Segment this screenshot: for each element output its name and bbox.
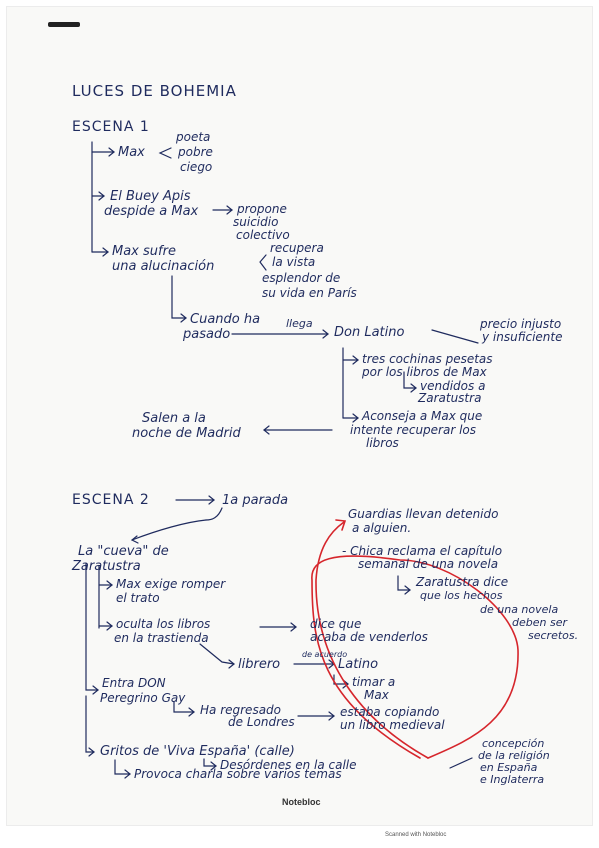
concepcion-4: e Inglaterra xyxy=(480,773,545,786)
recupera-1: recupera xyxy=(270,241,324,255)
regresado-1: Ha regresado xyxy=(200,703,282,717)
salen-1: Salen a la xyxy=(142,411,206,426)
romper-1: Max exige romper xyxy=(116,577,226,591)
propone-1: propone xyxy=(237,202,287,216)
scanned-with-label: Scanned with Notebloc xyxy=(385,832,447,838)
romper-2: el trato xyxy=(116,591,160,605)
notebook-brand: Notebloc xyxy=(282,797,321,807)
cuando-1: Cuando ha xyxy=(190,312,261,327)
recupera-4: su vida en París xyxy=(262,286,357,300)
buey-line-1: El Buey Apis xyxy=(110,189,191,204)
don-latino: Don Latino xyxy=(334,325,405,340)
buey-line-2: despide a Max xyxy=(104,204,199,219)
concepcion-3: en España xyxy=(480,761,538,774)
max-label: Max xyxy=(118,145,145,160)
aconseja-3: libros xyxy=(366,436,399,450)
regresado-2: de Londres xyxy=(228,715,295,729)
precio-1: precio injusto xyxy=(480,317,562,331)
de-acuerdo-label: de acuerdo xyxy=(302,650,348,659)
zara-4: deben ser xyxy=(512,616,567,629)
chica-1: - Chica reclama el capítulo xyxy=(342,544,503,558)
cueva-1: La "cueva" de xyxy=(78,544,169,559)
aconseja-1: Aconseja a Max que xyxy=(362,409,483,423)
alucina-1: Max sufre xyxy=(112,244,176,259)
dice-1: dice que xyxy=(310,617,362,631)
paper-clip-mark xyxy=(48,22,80,27)
guardias-1: Guardias llevan detenido xyxy=(348,507,499,521)
page-title: LUCES DE BOHEMIA xyxy=(72,82,237,100)
entra-1: Entra DON xyxy=(102,676,166,690)
timar-1: timar a xyxy=(352,675,396,689)
zara-5: secretos. xyxy=(528,629,579,642)
cochinas-1: tres cochinas pesetas xyxy=(362,352,493,366)
guardias-2: a alguien. xyxy=(352,521,412,535)
salen-2: noche de Madrid xyxy=(132,426,241,441)
zara-3: de una novela xyxy=(480,603,559,616)
provoca-label: Provoca charla sobre varios temas xyxy=(134,767,342,781)
vendidos-2: Zaratustra xyxy=(418,391,482,405)
desordenes-label: Desórdenes en la calle xyxy=(220,758,357,772)
escena2-heading: ESCENA 2 xyxy=(72,492,150,508)
copiando-1: estaba copiando xyxy=(340,705,440,719)
recupera-3: esplendor de xyxy=(262,271,341,285)
gritos-label: Gritos de 'Viva España' (calle) xyxy=(100,744,295,759)
alucina-2: una alucinación xyxy=(112,259,215,274)
parada-label: 1a parada xyxy=(222,493,289,508)
cueva-2: Zaratustra xyxy=(72,559,141,574)
propone-2: suicidio xyxy=(233,215,279,229)
librero-label: librero xyxy=(238,657,281,672)
notebook-paper xyxy=(6,6,593,826)
cuando-2: pasado xyxy=(183,327,231,342)
precio-2: y insuficiente xyxy=(482,330,563,344)
zara-1: Zaratustra dice xyxy=(416,575,509,589)
entra-2: Peregrino Gay xyxy=(100,691,186,705)
oculta-2: en la trastienda xyxy=(114,631,209,645)
llega-label: llega xyxy=(286,317,313,330)
timar-2: Max xyxy=(364,688,389,702)
copiando-2: un libro medieval xyxy=(340,718,445,732)
dice-2: acaba de venderlos xyxy=(310,630,428,644)
escena1-heading: ESCENA 1 xyxy=(72,119,150,135)
zara-2: que los hechos xyxy=(420,589,503,602)
chica-2: semanal de una novela xyxy=(358,557,499,571)
max-trait-ciego: ciego xyxy=(180,160,213,174)
recupera-2: la vista xyxy=(272,255,316,269)
max-trait-poeta: poeta xyxy=(176,130,211,144)
latino-label: Latino xyxy=(338,657,379,672)
max-trait-pobre: pobre xyxy=(178,145,213,159)
concepcion-2: de la religión xyxy=(478,749,550,762)
propone-3: colectivo xyxy=(236,228,290,242)
aconseja-2: intente recuperar los xyxy=(350,423,477,437)
vendidos-1: vendidos a xyxy=(420,379,486,393)
cochinas-2: por los libros de Max xyxy=(362,365,487,379)
oculta-1: oculta los libros xyxy=(116,617,211,631)
concepcion-1: concepción xyxy=(482,737,545,750)
